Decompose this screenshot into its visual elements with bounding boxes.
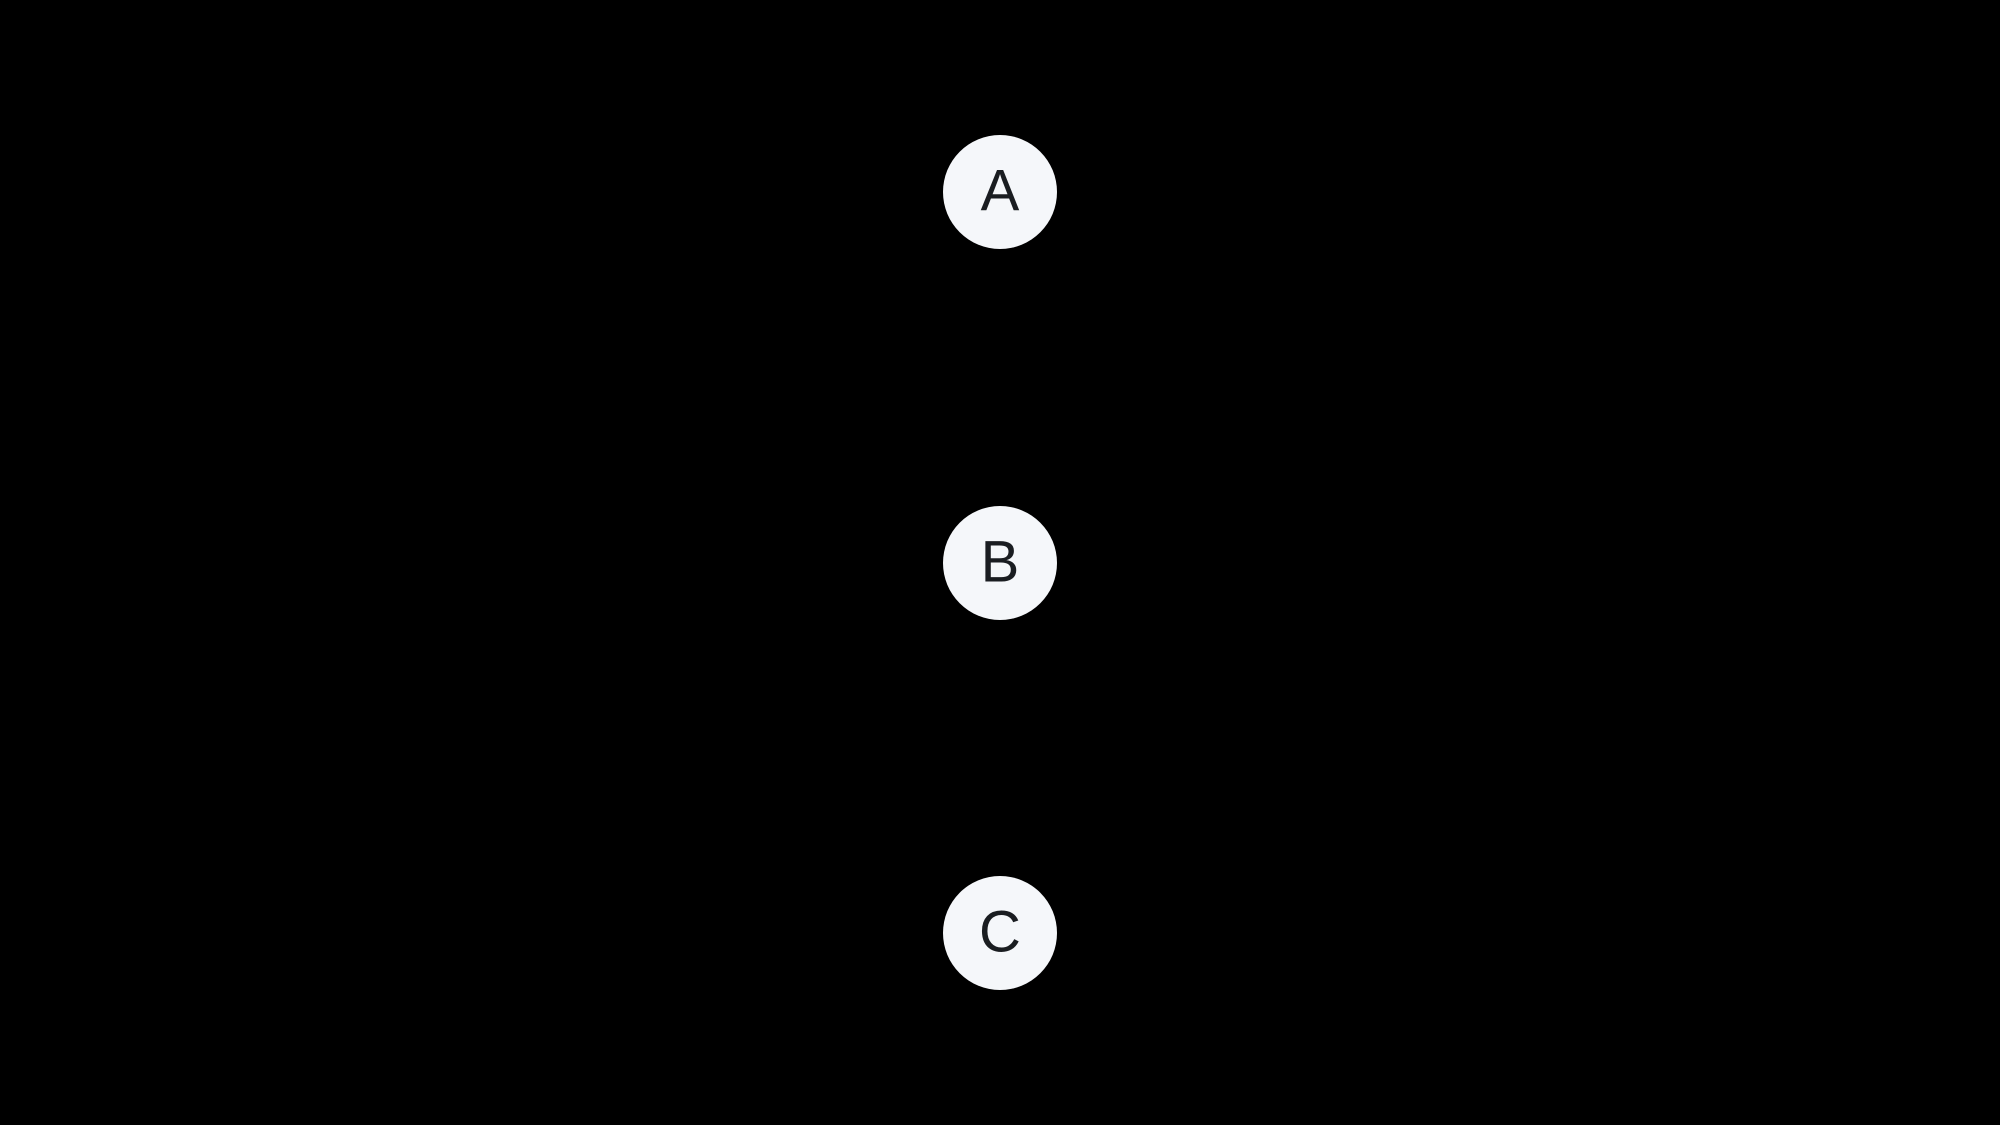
graph-node-c[interactable]: C [943, 876, 1057, 990]
graph-node-label: A [980, 158, 1020, 224]
graph-node-label: B [980, 529, 1020, 595]
graph-node-b[interactable]: B [943, 506, 1057, 620]
graph-node-label: C [979, 899, 1021, 965]
graph-node-a[interactable]: A [943, 135, 1057, 249]
